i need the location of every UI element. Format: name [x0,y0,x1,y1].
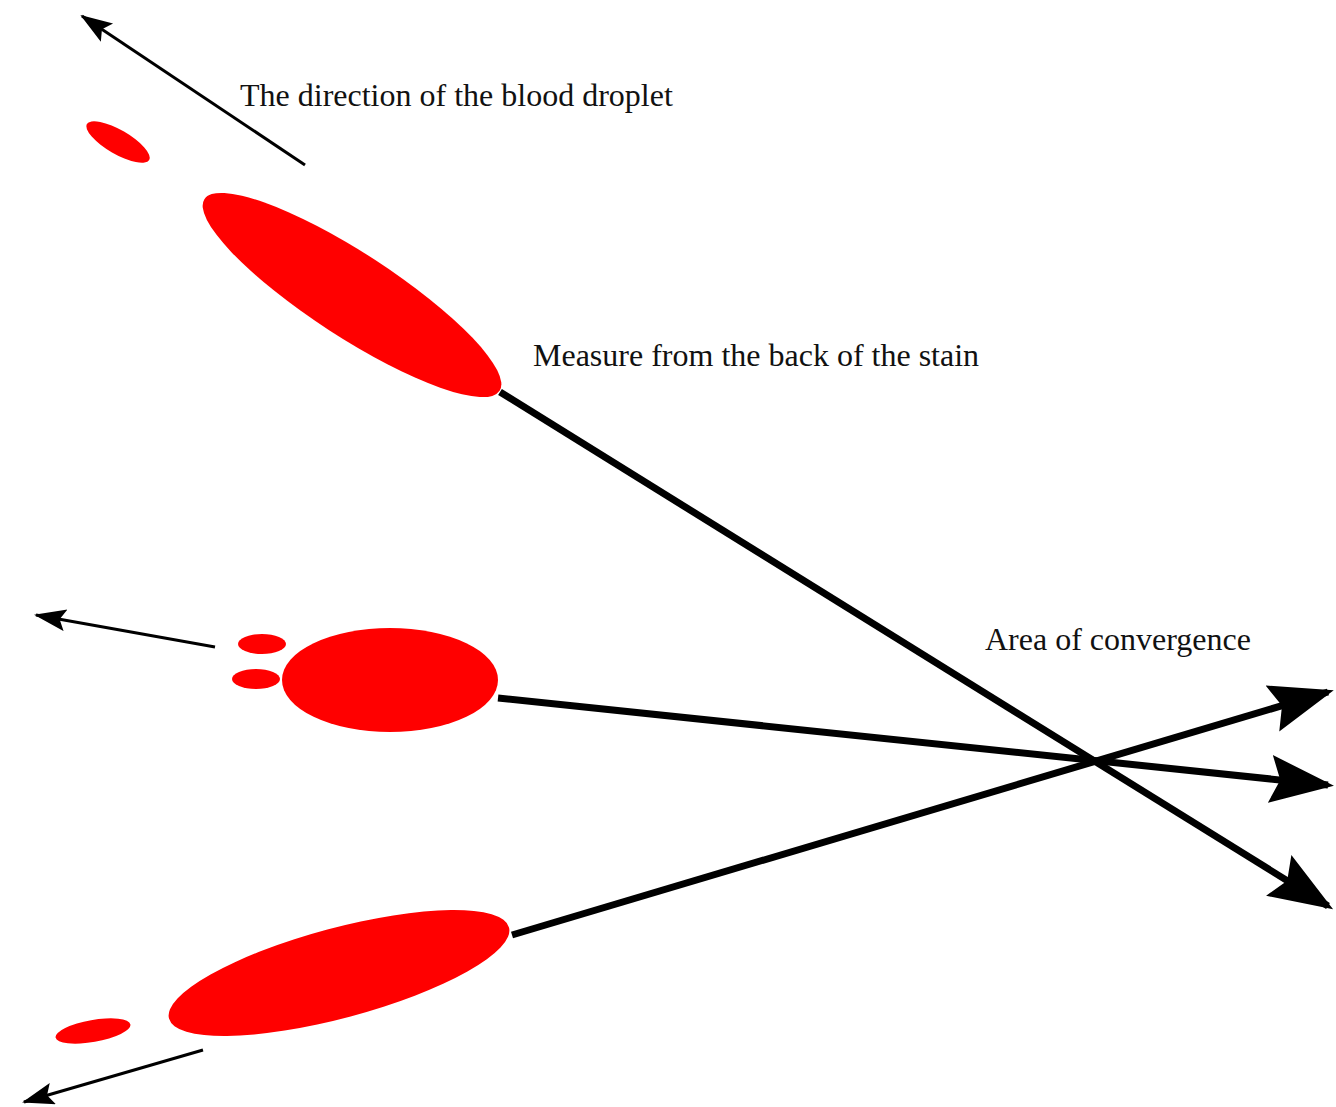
direction-label: The direction of the blood droplet [240,76,673,114]
blood-stain [157,884,520,1062]
blood-stain [282,628,498,732]
direction-arrow [36,615,215,647]
satellite-stain [81,114,155,171]
measure-label: Measure from the back of the stain [533,336,979,374]
stain-spine [232,669,280,689]
direction-arrow [24,1050,203,1102]
convergence-line [512,692,1328,935]
stain-spine [238,634,286,654]
satellite-stain [54,1014,133,1049]
convergence-line [498,698,1328,785]
blood-stain [182,164,523,426]
convergence-line [500,392,1328,906]
convergence-label: Area of convergence [985,620,1251,658]
